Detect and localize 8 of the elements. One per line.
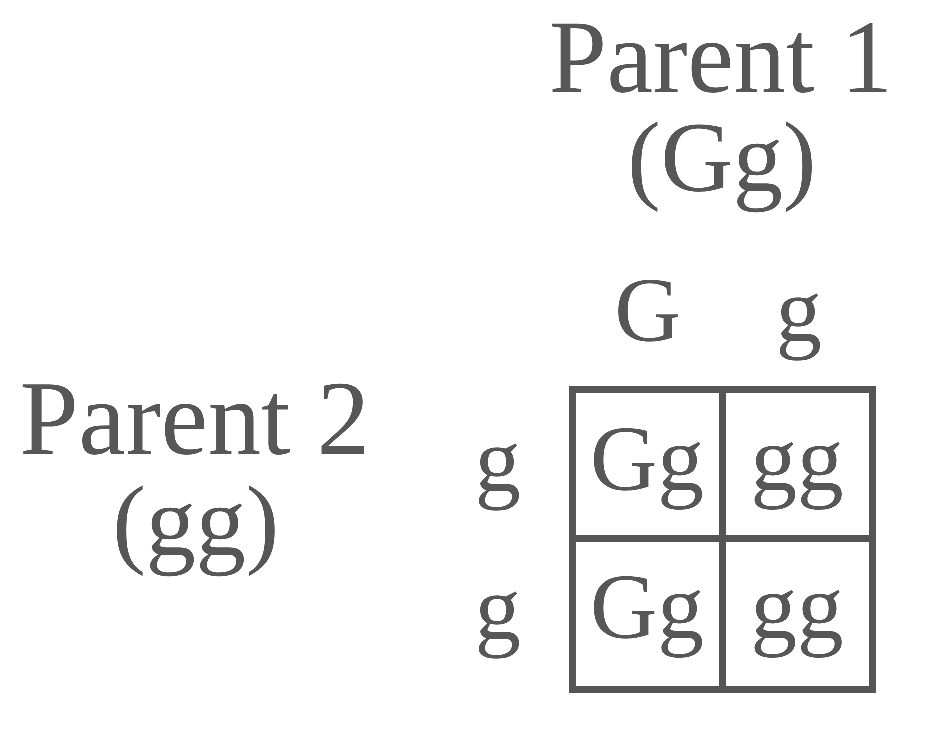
allele-label: g xyxy=(474,556,522,662)
offspring-genotype: Gg xyxy=(589,407,706,514)
offspring-genotype: Gg xyxy=(589,555,706,662)
allele-label: G xyxy=(614,258,682,364)
offspring-genotype: gg xyxy=(750,555,845,662)
offspring-genotype: gg xyxy=(750,407,845,514)
allele-label: g xyxy=(775,258,823,364)
allele-label: g xyxy=(474,408,522,514)
